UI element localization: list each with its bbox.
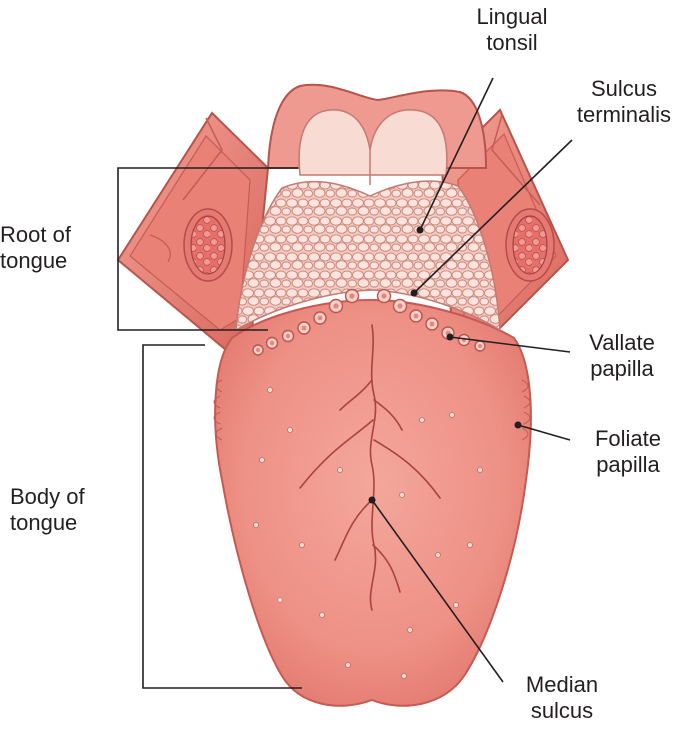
- label-root-of-tongue: Root of tongue: [0, 222, 110, 274]
- label-lingual-tonsil-line1: Lingual: [476, 4, 548, 29]
- label-foliate-papilla-line2: papilla: [596, 452, 660, 477]
- vallate-papillae-row: [252, 288, 486, 356]
- epiglottis: [266, 83, 488, 185]
- label-lingual-tonsil: Lingual tonsil: [462, 4, 562, 56]
- vallate-papilla-leader: [446, 333, 571, 353]
- label-body-of-tongue-line2: tongue: [10, 510, 78, 535]
- label-body-of-tongue: Body of tongue: [10, 484, 130, 536]
- body-bracket: [142, 344, 302, 689]
- label-sulcus-terminalis-line1: Sulcus: [590, 76, 658, 101]
- left-pharyngeal-flap: [116, 111, 270, 352]
- median-sulcus: [299, 324, 441, 611]
- label-vallate-papilla-line1: Vallate: [589, 330, 655, 355]
- lingual-tonsil-leader: [416, 77, 494, 234]
- label-foliate-papilla-line1: Foliate: [594, 426, 662, 451]
- label-sulcus-terminalis: Sulcus terminalis: [566, 76, 682, 128]
- label-sulcus-terminalis-line2: terminalis: [576, 102, 672, 127]
- label-foliate-papilla: Foliate papilla: [578, 426, 678, 478]
- sulcus-terminalis-leader: [410, 139, 573, 297]
- label-vallate-papilla: Vallate papilla: [572, 330, 672, 382]
- fungiform-dots: [253, 387, 483, 679]
- label-lingual-tonsil-line2: tonsil: [486, 30, 538, 55]
- lingual-tonsil-region: [235, 180, 501, 332]
- foliate-papilla-leader: [514, 421, 571, 441]
- label-body-of-tongue-line1: Body of: [10, 484, 85, 509]
- root-bracket: [117, 167, 298, 331]
- label-median-sulcus-line2: sulcus: [530, 698, 594, 723]
- label-median-sulcus-line1: Median: [525, 672, 599, 697]
- label-root-of-tongue-line1: Root of: [0, 222, 71, 247]
- label-median-sulcus: Median sulcus: [512, 672, 612, 724]
- label-root-of-tongue-line2: tongue: [0, 248, 68, 273]
- label-vallate-papilla-line2: papilla: [590, 356, 654, 381]
- median-sulcus-leader: [368, 496, 504, 683]
